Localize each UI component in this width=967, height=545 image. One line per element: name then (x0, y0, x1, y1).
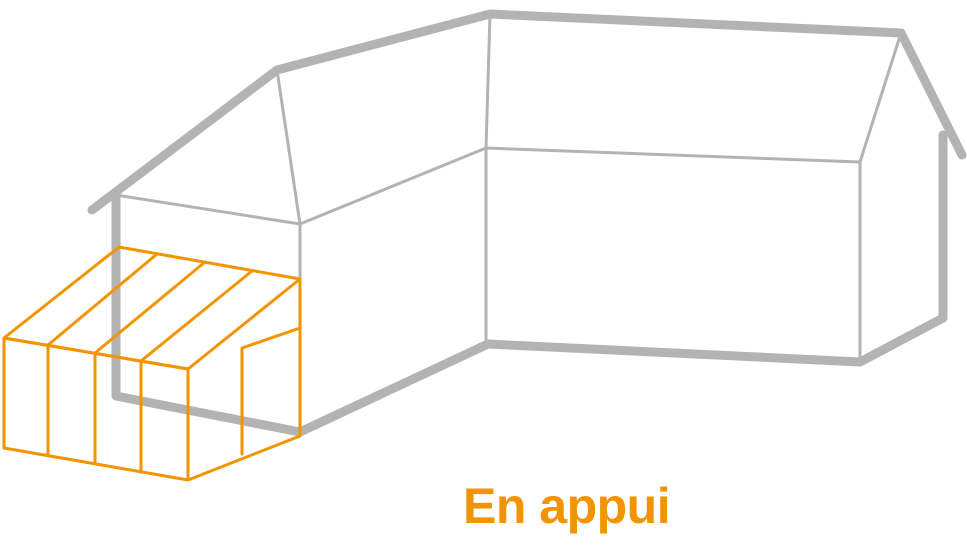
veranda-roof-rafter-2 (93, 260, 207, 355)
veranda-side-window (240, 326, 302, 456)
veranda-roof-rafter-1 (46, 252, 159, 347)
house-outline (87, 9, 967, 437)
house-ground-line (111, 130, 948, 437)
veranda (2, 245, 302, 482)
veranda-side-wall (186, 277, 302, 482)
diagram-caption: En appui (463, 478, 671, 534)
house-roofline (87, 9, 967, 215)
main-wing-ridge-corner (484, 12, 492, 150)
left-wing-hip (275, 68, 302, 226)
house-inner-edges (114, 12, 903, 434)
left-wing-eave (114, 31, 903, 226)
veranda-roof-rafter-3 (139, 269, 254, 363)
